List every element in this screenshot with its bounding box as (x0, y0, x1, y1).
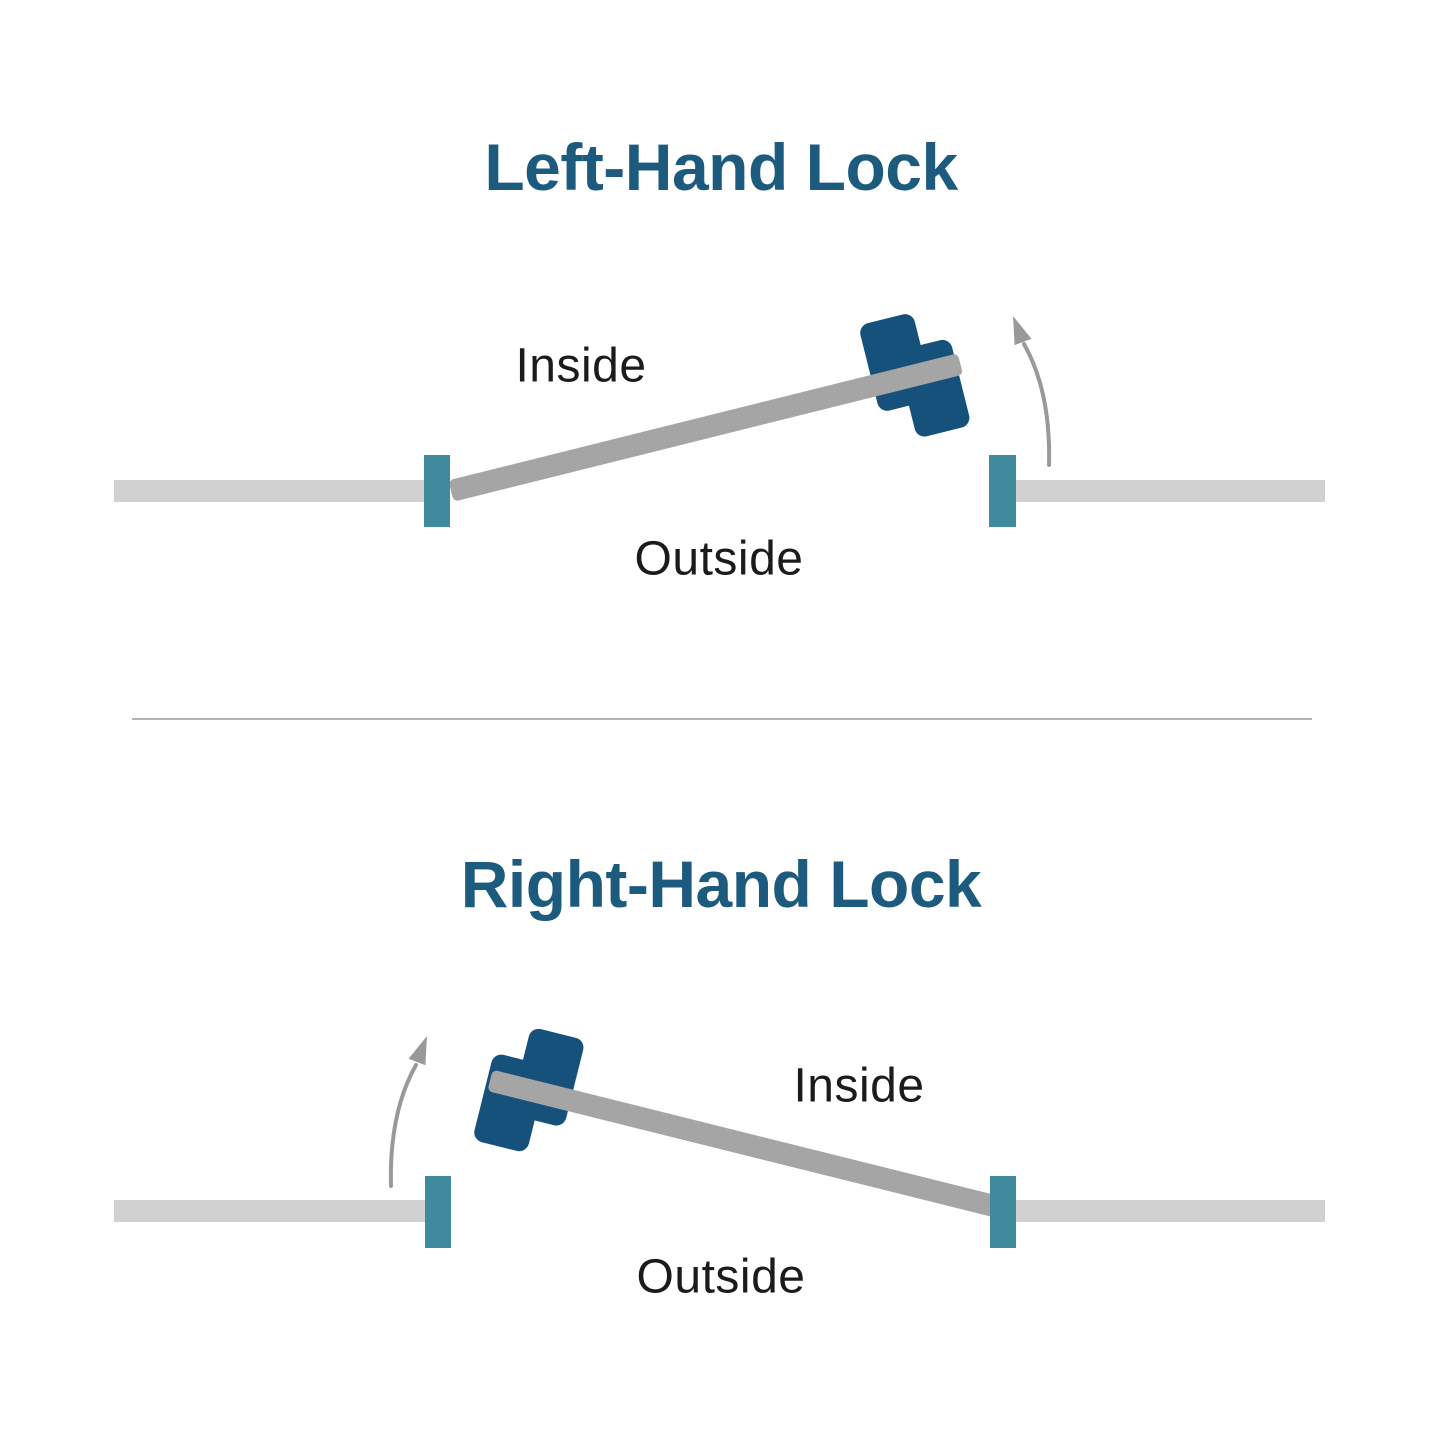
door-panel (488, 1070, 1016, 1221)
outside-label: Outside (636, 1250, 806, 1304)
swing-arrow-curve (1022, 342, 1052, 467)
right-hand-lock-diagram (114, 1028, 1325, 1248)
door-panel (449, 354, 963, 501)
door-group (474, 1028, 1016, 1221)
left-hand-lock-title: Left-Hand Lock (484, 130, 958, 204)
outside-label: Outside (634, 532, 804, 586)
section-divider (132, 718, 1312, 720)
wall-left-segment (114, 480, 424, 502)
swing-arrow-head-icon (1013, 316, 1032, 346)
inside-label: Inside (793, 1059, 925, 1113)
inside-label: Inside (515, 339, 647, 393)
door-jamb-hinge-side (424, 455, 450, 527)
door-jamb-hinge-side (990, 1176, 1016, 1248)
door-group (449, 314, 970, 501)
swing-arrow-head-icon (408, 1036, 427, 1066)
wall-right-segment (1016, 480, 1325, 502)
swing-arrow-curve (388, 1063, 418, 1188)
right-hand-lock-title: Right-Hand Lock (460, 847, 982, 921)
left-hand-lock-diagram (114, 314, 1325, 527)
wall-right-segment (1016, 1200, 1325, 1222)
wall-left-segment (114, 1200, 425, 1222)
door-jamb-latch-side (989, 455, 1016, 527)
door-jamb-latch-side (425, 1176, 451, 1248)
